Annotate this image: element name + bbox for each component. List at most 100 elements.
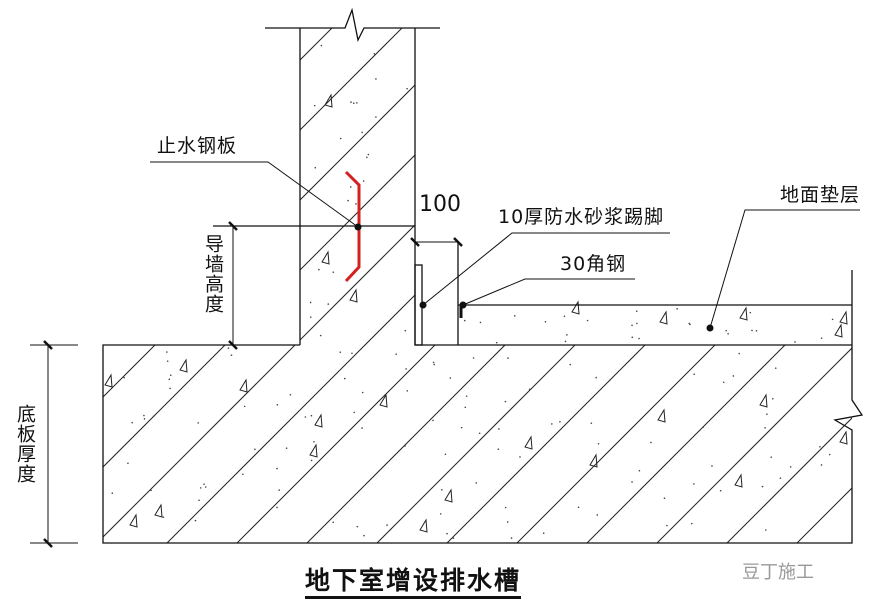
concrete-dot: [395, 353, 397, 355]
concrete-dot: [702, 426, 704, 428]
concrete-dot: [432, 361, 435, 364]
concrete-dot: [693, 483, 695, 485]
concrete-dot: [310, 414, 313, 417]
concrete-dot: [566, 334, 568, 336]
concrete-dot: [350, 101, 352, 103]
aggregate-triangle: [154, 503, 163, 518]
dimension-100-label: 100: [419, 192, 461, 217]
aggregate-triangle: [349, 288, 358, 303]
hatch-line: [103, 28, 361, 543]
concrete-dot: [254, 448, 256, 451]
concrete-dot: [727, 333, 729, 335]
concrete-dot: [638, 469, 641, 472]
hatch-line: [103, 28, 151, 543]
concrete-dot: [339, 137, 342, 140]
concrete-dot: [441, 489, 443, 491]
aggregate-triangle: [839, 310, 848, 325]
aggregate-triangle: [657, 408, 666, 423]
aggregate-triangle: [834, 323, 843, 338]
hatch-line: [459, 28, 852, 543]
concrete-dot: [770, 456, 773, 458]
aggregate-triangle: [379, 393, 388, 408]
aggregate-triangle: [739, 306, 748, 321]
concrete-dot: [406, 390, 409, 392]
aggregate-triangle: [239, 378, 248, 393]
concrete-dot: [766, 413, 768, 415]
concrete-dot: [820, 464, 823, 466]
concrete-dot: [749, 311, 752, 314]
drawing-title: 地下室增设排水槽: [305, 566, 522, 599]
aggregate-triangle: [419, 518, 428, 533]
aggregate-triangle: [179, 358, 188, 373]
concrete-dot: [590, 422, 593, 424]
concrete-dot: [319, 334, 322, 337]
concrete-dot: [738, 352, 740, 355]
concrete-dot: [479, 321, 482, 324]
concrete-dot: [577, 506, 580, 509]
concrete-dot: [131, 421, 133, 424]
aggregate-triangle: [524, 435, 533, 450]
leader-lines: [150, 161, 860, 332]
concrete-dot: [309, 316, 312, 318]
concrete-dot: [127, 462, 129, 465]
concrete-dot: [352, 102, 355, 104]
concrete-dot: [367, 153, 370, 156]
concrete-dot: [362, 180, 365, 182]
concrete-dot: [478, 432, 481, 435]
outlines: [102, 7, 864, 544]
concrete-dot: [347, 199, 349, 202]
concrete-dot: [563, 315, 566, 318]
hatch-line: [669, 28, 852, 543]
mortar-skirting-label: 10厚防水砂浆踢脚: [498, 206, 665, 228]
concrete-dot: [751, 329, 753, 332]
aggregate-triangle: [104, 373, 113, 388]
concrete-dot: [764, 427, 766, 429]
concrete-dot: [722, 381, 725, 384]
concrete-dot: [650, 441, 652, 444]
concrete-dot: [310, 459, 313, 462]
concrete-dot: [169, 387, 171, 390]
concrete-dot: [693, 373, 695, 376]
concrete-dot: [361, 131, 363, 134]
concrete-dot: [444, 453, 447, 456]
hatch-line: [103, 28, 221, 543]
concrete-dot: [586, 319, 589, 322]
concrete-dot: [404, 329, 407, 332]
concrete-dot: [789, 466, 792, 468]
hatch-line: [599, 28, 852, 543]
concrete-dot: [194, 519, 197, 522]
concrete-dot: [631, 336, 634, 339]
aggregate-triangle: [309, 443, 318, 458]
concrete-dot: [666, 524, 668, 527]
concrete-dot: [690, 522, 693, 525]
concrete-dot: [198, 499, 200, 502]
concrete-dot: [636, 322, 638, 325]
hatch-line: [103, 28, 291, 543]
concrete-dot: [276, 404, 279, 406]
concrete-dot: [528, 388, 531, 391]
concrete-dot: [199, 487, 202, 489]
concrete-dot: [732, 375, 735, 377]
concrete-dot: [569, 363, 572, 366]
aggregate-triangle: [659, 310, 668, 325]
concrete-dot: [304, 416, 307, 418]
concrete-dot: [152, 415, 155, 418]
concrete-dot: [143, 418, 146, 420]
aggregate-triangle: [571, 300, 580, 315]
concrete-dot: [169, 374, 172, 376]
concrete-dot: [361, 391, 364, 394]
concrete-dot: [162, 516, 165, 518]
concrete-dot: [564, 340, 567, 343]
concrete-dot: [638, 337, 640, 340]
aggregate-triangle: [839, 430, 848, 445]
concrete-dot: [432, 419, 434, 422]
dimension-lines: [30, 221, 463, 548]
concrete-dot: [498, 428, 500, 430]
concrete-dot: [475, 482, 478, 484]
concrete-dot: [197, 422, 199, 424]
concrete-dot: [794, 341, 796, 343]
concrete-dot: [242, 473, 244, 476]
concrete-dot: [166, 351, 168, 353]
angle-steel-label: 30角钢: [560, 253, 627, 275]
waterstop-plate-label: 止水钢板: [157, 135, 238, 157]
